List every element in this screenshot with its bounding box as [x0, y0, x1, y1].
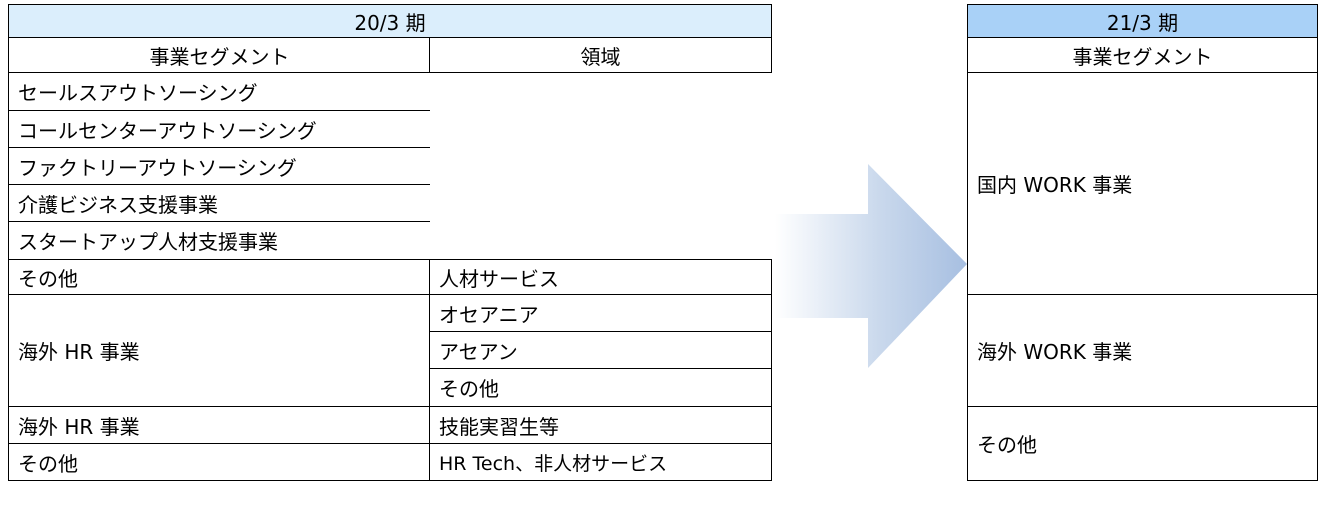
segment-cell: その他: [8, 260, 430, 295]
right-period-header: 21/3 期: [967, 4, 1318, 38]
right-arrow-icon: [775, 164, 967, 368]
area-cell: 人材サービス: [429, 259, 772, 295]
area-cell: 技能実習生等: [429, 407, 772, 444]
segment-cell: 海外 WORK 事業: [967, 295, 1318, 407]
left-period-header: 20/3 期: [8, 4, 772, 38]
segment-cell: 国内 WORK 事業: [967, 73, 1318, 295]
segment-cell: スタートアップ人材支援事業: [8, 222, 430, 260]
left-col-segment-header: 事業セグメント: [8, 38, 430, 73]
segment-cell: セールスアウトソーシング: [8, 73, 430, 111]
segment-cell: コールセンターアウトソーシング: [8, 111, 430, 148]
segment-cell: 海外 HR 事業: [8, 295, 430, 407]
left-col-area-header: 領域: [429, 38, 772, 73]
area-cell: HR Tech、非人材サービス: [429, 444, 772, 481]
right-col-segment-header: 事業セグメント: [967, 38, 1318, 73]
area-cell: その他: [429, 369, 772, 407]
segment-cell: 介護ビジネス支援事業: [8, 185, 430, 222]
area-cell: オセアニア: [429, 295, 772, 332]
segment-cell: 海外 HR 事業: [8, 407, 430, 444]
segment-cell: その他: [8, 444, 430, 481]
segment-cell: ファクトリーアウトソーシング: [8, 148, 430, 185]
area-cell: アセアン: [429, 332, 772, 369]
segment-cell: その他: [967, 407, 1318, 481]
